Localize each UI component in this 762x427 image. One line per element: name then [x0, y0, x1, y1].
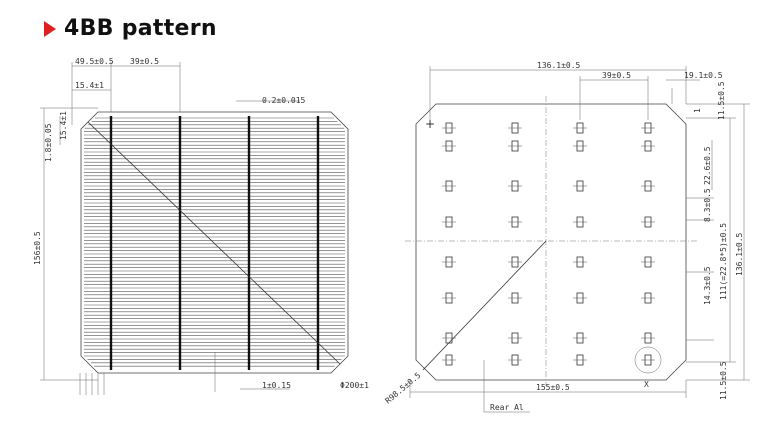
section-title: 4BB pattern [44, 16, 217, 41]
dim-top-left: 49.5±0.5 [75, 57, 114, 66]
rear-dim-r2: 22.6±0.5 [703, 146, 712, 185]
rear-view: + X [384, 61, 750, 413]
front-cell-outline [80, 111, 349, 374]
rear-dim-edge: 19.1±0.5 [684, 71, 723, 80]
finger-lines [84, 117, 345, 367]
label-rear-al: Rear Al [490, 403, 524, 412]
lead-lines [79, 373, 105, 395]
label-x: X [644, 380, 649, 389]
front-dimension-lines [40, 62, 300, 392]
rear-diagonal [422, 240, 547, 371]
rear-dimension-lines [409, 66, 750, 413]
front-diagonal [87, 121, 341, 365]
dim-side-b: 1.8±0.05 [44, 123, 53, 162]
red-arrow-bullet-icon [44, 20, 56, 37]
rear-dim-r5: 136.1±0.5 [735, 232, 744, 276]
rear-dim-top-width: 136.1±0.5 [537, 61, 581, 70]
dim-diameter: Φ200±1 [340, 381, 369, 390]
dim-left-small: 15.4±1 [75, 81, 104, 90]
rear-dim-r6: 14.3±0.5 [703, 266, 712, 305]
dim-height: 156±0.5 [33, 231, 42, 265]
dim-side-a: 15.4±1 [59, 111, 68, 140]
rear-dim-chamfer: R98.5±0.5 [384, 371, 423, 406]
x-marker-circle [634, 346, 662, 374]
rear-dim-pad-pitch: 39±0.5 [602, 71, 631, 80]
dim-finger: 0.2±0.015 [262, 96, 306, 105]
rear-dim-r7: 11.5±0.5 [719, 361, 728, 400]
rear-dim-r3: 8.3±0.5 [703, 188, 712, 222]
dim-top-mid: 39±0.5 [130, 57, 159, 66]
rear-cell-outline [415, 103, 687, 381]
rear-dim-r1: 11.5±0.5 [717, 81, 726, 120]
plus-mark-top-left: + [425, 117, 435, 131]
title-text: 4BB pattern [64, 16, 217, 41]
rear-dim-bottom: 155±0.5 [536, 383, 570, 392]
rear-dim-r4: 111(=22.8*5)±0.5 [719, 223, 728, 300]
front-view: 49.5±0.5 39±0.5 15.4±1 15.4±1 1.8±0.05 1… [33, 57, 369, 395]
dim-busbar: 1±0.15 [262, 381, 291, 390]
rear-mark-1: 1 [693, 108, 702, 113]
rear-solder-pads [442, 122, 655, 366]
busbars [109, 116, 320, 370]
